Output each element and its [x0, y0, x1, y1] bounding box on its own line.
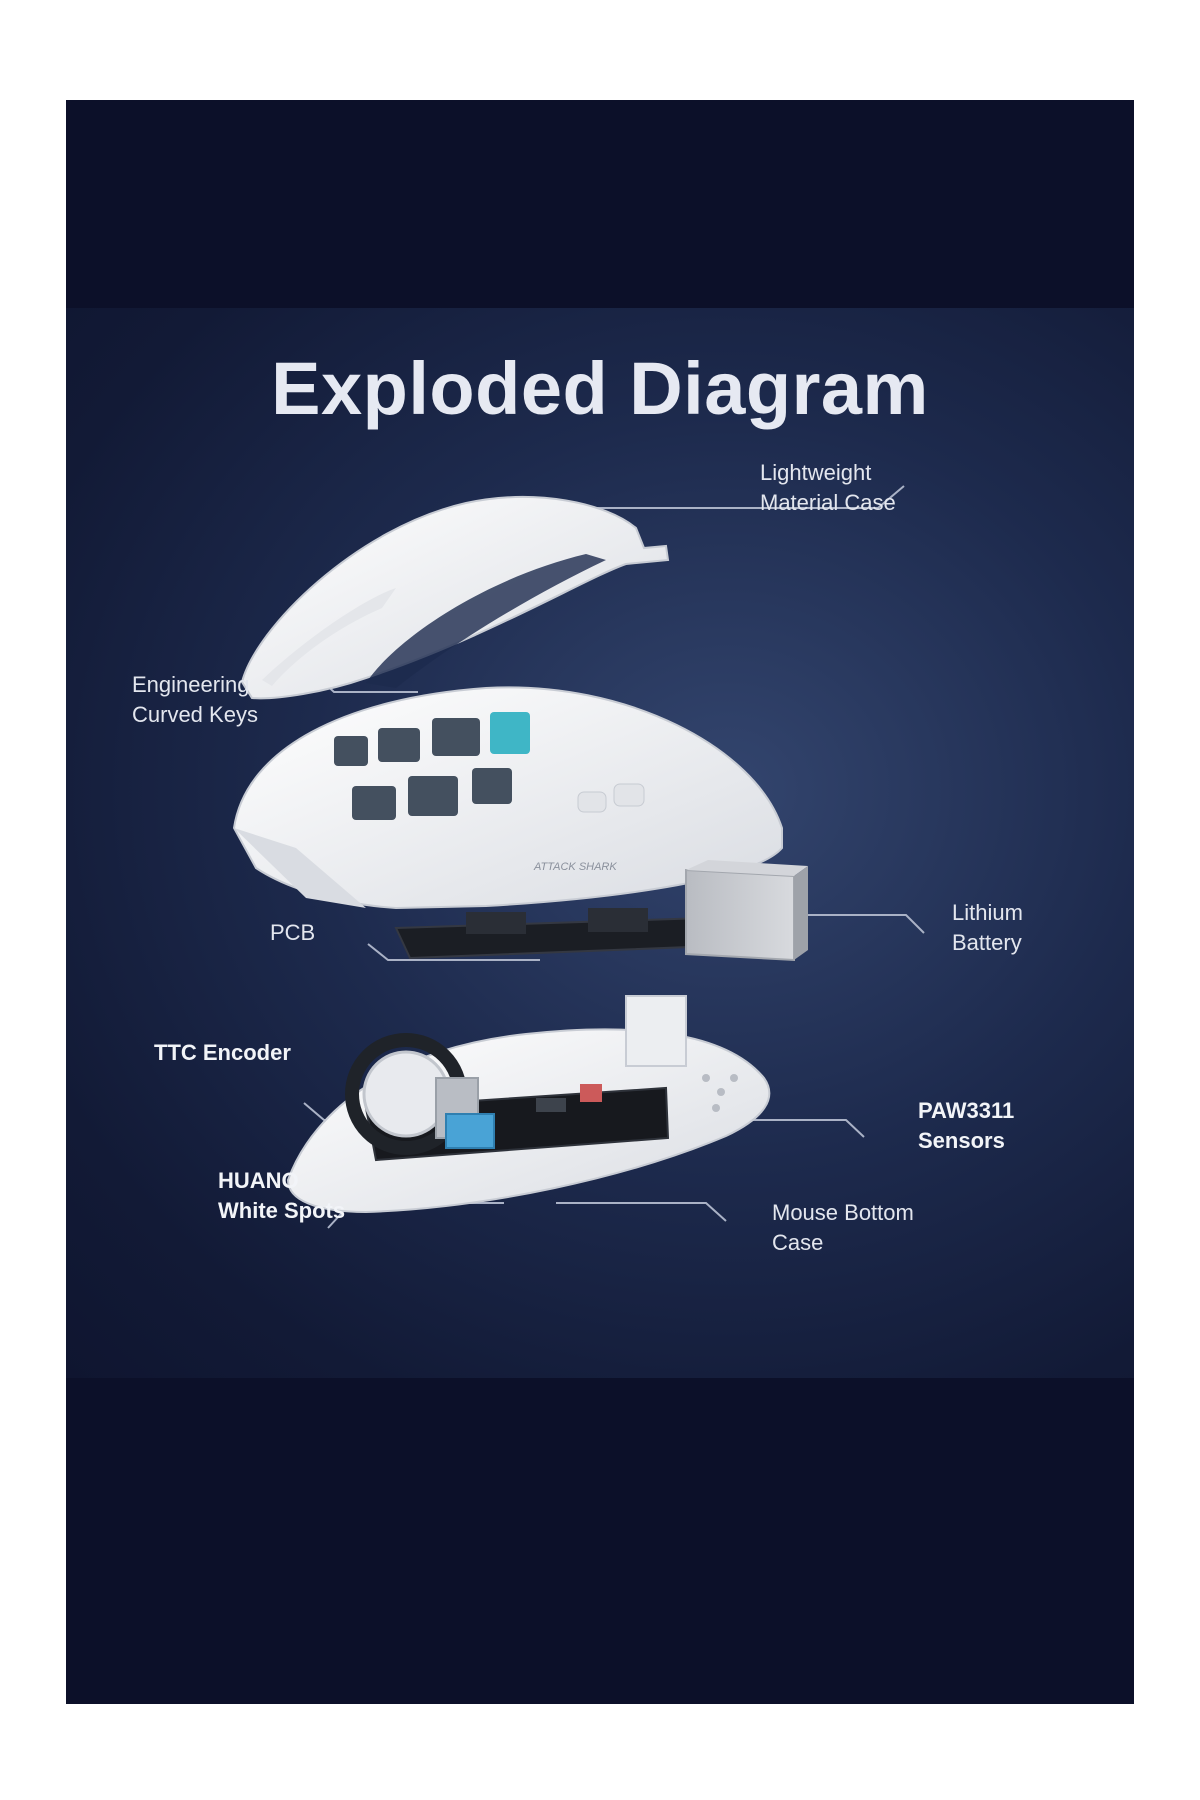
label-huano-switches: HUANO White Spots [218, 1166, 345, 1226]
label-line: Engineering [132, 672, 250, 697]
label-line: TTC Encoder [154, 1040, 291, 1065]
diagram-panel: ATTACK SHARK [66, 308, 1134, 1378]
label-paw3311-sensors: PAW3311 Sensors [918, 1096, 1014, 1156]
brand-mark: ATTACK SHARK [533, 861, 617, 873]
label-line: PCB [270, 920, 316, 945]
pcb-board [394, 908, 716, 960]
label-line: Material Case [760, 490, 896, 515]
label-pcb: PCB [270, 918, 315, 948]
label-line: Battery [952, 930, 1022, 955]
label-line: Case [772, 1230, 824, 1255]
page-title: Exploded Diagram [271, 347, 929, 430]
lithium-battery [685, 860, 808, 962]
label-line: Sensors [918, 1128, 1005, 1153]
exploded-mouse-illustration: ATTACK SHARK [232, 485, 925, 1229]
label-ttc-encoder: TTC Encoder [154, 1038, 291, 1068]
label-line: Lithium [952, 900, 1023, 925]
middle-shell [232, 686, 783, 910]
label-line: Lightweight [760, 460, 872, 485]
label-lightweight-case: Lightweight Material Case [760, 458, 896, 518]
product-image-frame: ATTACK SHARK [66, 100, 1134, 1704]
label-line: White Spots [218, 1198, 346, 1223]
label-lithium-battery: Lithium Battery [952, 898, 1023, 958]
label-line: PAW3311 [918, 1098, 1015, 1123]
bottom-case [286, 995, 771, 1214]
label-line: HUANO [218, 1168, 299, 1193]
label-line: Curved Keys [132, 702, 258, 727]
top-case [240, 496, 670, 700]
label-curved-keys: Engineering Curved Keys [132, 670, 258, 730]
label-line: Mouse Bottom [772, 1200, 914, 1225]
label-mouse-bottom-case: Mouse Bottom Case [772, 1198, 914, 1258]
